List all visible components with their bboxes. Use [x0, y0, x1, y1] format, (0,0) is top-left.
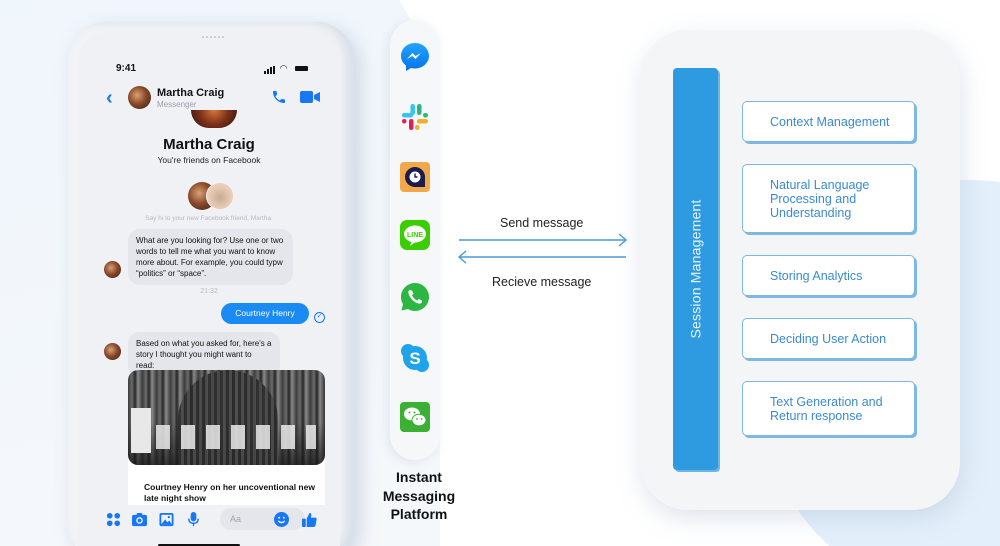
article-image-arch: [178, 370, 278, 465]
profile-subtitle: You're friends on Facebook: [157, 155, 261, 165]
svg-text:LINE: LINE: [407, 232, 423, 239]
avatar: [206, 182, 234, 210]
send-arrow-icon: [459, 233, 628, 247]
avatar: [104, 343, 121, 360]
module-deciding-user-action: Deciding User Action: [742, 318, 915, 359]
camera-icon[interactable]: [132, 512, 147, 527]
send-message-label: Send message: [500, 216, 584, 230]
wifi-icon: ◠: [279, 63, 289, 73]
messenger-icon: [401, 43, 429, 71]
label-line: Messaging: [382, 487, 456, 504]
article-image-signs: [156, 425, 316, 449]
status-time: 9:41: [116, 63, 137, 74]
outgoing-message: Courtney Henry: [221, 303, 309, 324]
chat-header-name: Martha Craig: [157, 87, 225, 99]
module-nlp-understanding: Natural Language Processing and Understa…: [742, 164, 915, 233]
emoji-icon[interactable]: [274, 512, 289, 527]
chatwork-icon: [400, 162, 430, 192]
status-icons: ◠: [264, 63, 308, 74]
phone-call-icon[interactable]: [271, 89, 287, 105]
microphone-icon[interactable]: [186, 512, 201, 527]
module-storing-analytics: Storing Analytics: [742, 255, 915, 296]
wechat-icon: [400, 402, 430, 432]
article-image: [128, 370, 325, 465]
message-input[interactable]: Aa: [220, 508, 305, 530]
slack-icon: [402, 104, 428, 130]
label-line: Platform: [390, 506, 448, 522]
messaging-platform-label: Instant Messaging Platform: [370, 468, 468, 524]
profile-photo: [191, 110, 237, 128]
avatar[interactable]: [128, 86, 151, 109]
back-chevron-icon[interactable]: ‹: [106, 87, 113, 109]
session-management-bar: [673, 68, 718, 470]
session-management-label: Session Management: [673, 68, 718, 470]
image-icon[interactable]: [159, 512, 174, 527]
module-context-management: Context Management: [742, 101, 915, 142]
battery-icon: [295, 66, 308, 72]
apps-icon[interactable]: [106, 512, 121, 527]
article-title: Courtney Henry on her uncoventional new …: [144, 482, 315, 503]
incoming-message: Based on what you asked for, here's a st…: [128, 332, 280, 377]
skype-icon: S: [401, 344, 429, 372]
receive-message-label: Recieve message: [492, 275, 592, 289]
signal-icon: [264, 64, 276, 74]
chat-header-subtitle: Messenger: [157, 100, 197, 109]
bidirectional-arrows: [457, 233, 628, 264]
messenger-screen: 9:41 ◠ ‹ Martha Craig Messenger Martha C…: [78, 32, 340, 546]
message-composer: Aa: [78, 505, 340, 533]
video-call-icon[interactable]: [300, 91, 320, 103]
message-timestamp: 21:32: [200, 288, 218, 295]
phone-mockup: 9:41 ◠ ‹ Martha Craig Messenger Martha C…: [68, 22, 354, 546]
svg-text:S: S: [409, 349, 420, 368]
profile-name: Martha Craig: [163, 136, 255, 153]
incoming-message: What are you looking for? Use one or two…: [128, 229, 293, 285]
article-image-poster: [131, 408, 151, 453]
label-line: Instant: [396, 469, 442, 485]
thumbs-up-icon[interactable]: [302, 512, 317, 527]
article-card[interactable]: Courtney Henry on her uncoventional new …: [128, 370, 325, 505]
session-management-text: Session Management: [687, 199, 704, 339]
home-indicator: [158, 544, 240, 546]
whatsapp-icon: [401, 283, 429, 311]
avatar: [104, 261, 121, 278]
module-text-generation: Text Generation and Return response: [742, 381, 915, 436]
receive-arrow-icon: [457, 250, 626, 264]
messaging-apps-column: LINE S: [390, 20, 440, 460]
seen-check-icon: ✓: [314, 312, 325, 323]
line-icon: LINE: [400, 220, 430, 250]
say-hi-hint: Say hi to your new Facebook friend, Mart…: [145, 215, 273, 222]
phone-speaker: [202, 36, 224, 39]
